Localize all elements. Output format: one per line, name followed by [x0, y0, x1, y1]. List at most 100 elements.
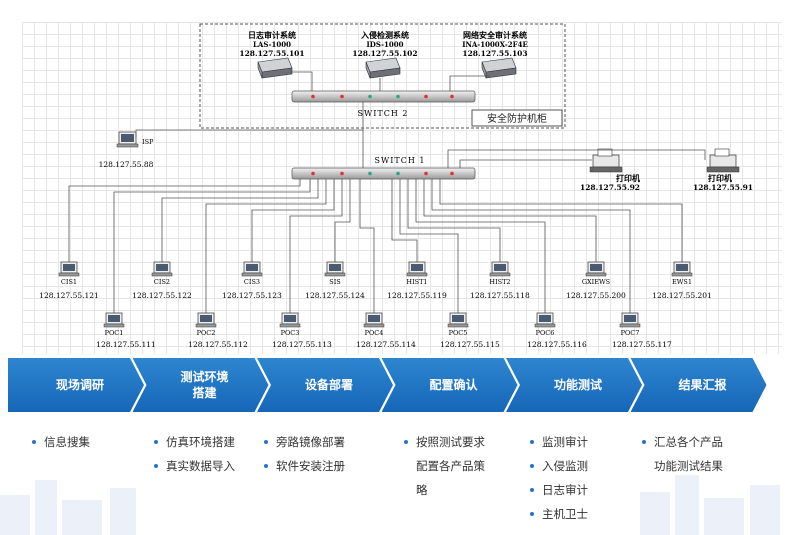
workstation-icon: [489, 261, 511, 277]
detail-item: 主机卫士: [528, 502, 588, 526]
detail-item: 监测审计: [528, 430, 588, 454]
process-step-1: 现场调研: [8, 358, 144, 412]
workstation-icon: [363, 312, 385, 328]
workstation-icon: [671, 261, 693, 277]
network-diagram: 安全防护机柜 日志审计系统 LAS-1000 128.127.55.101 入侵…: [39, 23, 753, 349]
upper-node-4-ip: 128.127.55.124: [305, 291, 365, 300]
isp-ip: 128.127.55.88: [99, 160, 154, 169]
server-2: 入侵检测系统 IDS-1000 128.127.55.102: [352, 30, 417, 58]
city-skyline-background: [0, 475, 780, 535]
lower-node-2-name: POC2: [197, 329, 216, 337]
printer-links: [447, 149, 706, 168]
switch-2-label: SWITCH 2: [358, 109, 409, 118]
lower-node-7-ip: 128.127.55.117: [612, 340, 672, 349]
lower-node-4: POC4 128.127.55.114: [356, 312, 416, 349]
server-1: 日志审计系统 LAS-1000 128.127.55.101: [239, 30, 304, 58]
printer-1: 打印机 128.127.55.92: [580, 148, 640, 192]
printer-2-ip: 128.127.55.91: [693, 183, 753, 192]
switch-2: SWITCH 2: [291, 90, 476, 118]
detail-item: 仿真环境搭建: [152, 430, 235, 454]
lower-node-7-name: POC7: [621, 329, 640, 337]
server-links: [290, 71, 490, 92]
workstation-icon: [151, 261, 173, 277]
workstation-icon: [447, 312, 469, 328]
lower-node-3-ip: 128.127.55.113: [272, 340, 332, 349]
workstation-icon: [279, 312, 301, 328]
workstation-icon: [103, 312, 125, 328]
upper-node-6-ip: 128.127.55.118: [470, 291, 530, 300]
lower-node-1: POC1 128.127.55.111: [96, 312, 156, 349]
process-step-label: 结果汇报: [678, 378, 727, 392]
detail-item: 软件安装注册: [262, 454, 345, 478]
workstation-icon: [619, 312, 641, 328]
lower-node-5: POC5 128.127.55.115: [440, 312, 500, 349]
lower-node-3-name: POC3: [281, 329, 300, 337]
process-step-label: 设备部署: [304, 378, 353, 392]
process-steps: 现场调研 测试环境 搭建 设备部署 配置确认 功能测试 结果汇报: [8, 358, 788, 412]
server-3: 网络安全审计系统 INA-1000X-2F4E 128.127.55.103: [462, 30, 528, 58]
lower-node-1-ip: 128.127.55.111: [96, 340, 156, 349]
workstation-icon: [406, 261, 428, 277]
process-step-label: 配置确认: [429, 378, 478, 392]
workstation-icon: [534, 312, 556, 328]
server-appliance-icon: [365, 57, 401, 79]
lower-node-5-ip: 128.127.55.115: [440, 340, 500, 349]
lower-node-2: POC2 128.127.55.112: [188, 312, 248, 349]
process-detail-list-1: 信息搜集: [30, 430, 90, 454]
process-step-6: 结果汇报: [631, 358, 767, 412]
upper-node-1: CIS1 128.127.55.121: [39, 261, 99, 300]
server-3-ip: 128.127.55.103: [462, 49, 527, 58]
upper-node-5-name: HIST1: [406, 278, 427, 286]
upper-node-1-name: CIS1: [61, 278, 77, 286]
server-1-ip: 128.127.55.101: [239, 49, 304, 58]
process-step-label: 测试环境 搭建: [180, 370, 229, 400]
upper-node-6-name: HIST2: [489, 278, 510, 286]
server-3-name: 网络安全审计系统: [463, 30, 527, 40]
detail-item: 按照测试要求 配置各产品策 略: [402, 430, 485, 502]
process-detail-list-5: 监测审计入侵监测日志审计主机卫士: [528, 430, 588, 526]
lower-node-4-name: POC4: [365, 329, 384, 337]
lower-node-4-ip: 128.127.55.114: [356, 340, 416, 349]
lower-node-5-name: POC5: [449, 329, 468, 337]
printer-1-ip: 128.127.55.92: [580, 183, 640, 192]
upper-node-2-name: CIS2: [154, 278, 170, 286]
detail-item: 入侵监测: [528, 454, 588, 478]
upper-node-7-ip: 128.127.55.200: [566, 291, 626, 300]
server-appliance-icon: [481, 57, 517, 79]
process-step-4: 配置确认: [382, 358, 518, 412]
upper-node-3-name: CIS3: [244, 278, 260, 286]
process-step-5: 功能测试: [506, 358, 642, 412]
detail-item: 真实数据导入: [152, 454, 235, 478]
upper-node-1-ip: 128.127.55.121: [39, 291, 99, 300]
workstation-icon: [241, 261, 263, 277]
lower-node-1-name: POC1: [105, 329, 124, 337]
process-step-3: 设备部署: [257, 358, 393, 412]
security-cabinet-frame: [199, 23, 566, 129]
process-step-2: 测试环境 搭建: [133, 358, 269, 412]
workstation-icon: [195, 312, 217, 328]
workstation-icon: [585, 261, 607, 277]
printer-2: 打印机 128.127.55.91: [693, 148, 753, 192]
upper-node-4-name: SIS: [329, 278, 340, 286]
workstation-icon: [58, 261, 80, 277]
isp-node: ISP 128.127.55.88: [99, 131, 154, 169]
upper-node-4: SIS 128.127.55.124: [305, 261, 365, 300]
detail-item: 信息搜集: [30, 430, 90, 454]
lower-node-7: POC7 128.127.55.117: [612, 312, 672, 349]
process-step-label: 功能测试: [553, 378, 602, 392]
upper-node-8-name: EWS1: [672, 278, 692, 286]
lower-node-2-ip: 128.127.55.112: [188, 340, 248, 349]
printer-1-name: 打印机: [616, 173, 640, 183]
server-2-name: 入侵检测系统: [360, 30, 409, 40]
cabinet-label-box: [471, 109, 563, 127]
detail-item: 旁路镜像部署: [262, 430, 345, 454]
server-1-model: LAS-1000: [253, 40, 291, 49]
lower-node-6-ip: 128.127.55.116: [527, 340, 587, 349]
